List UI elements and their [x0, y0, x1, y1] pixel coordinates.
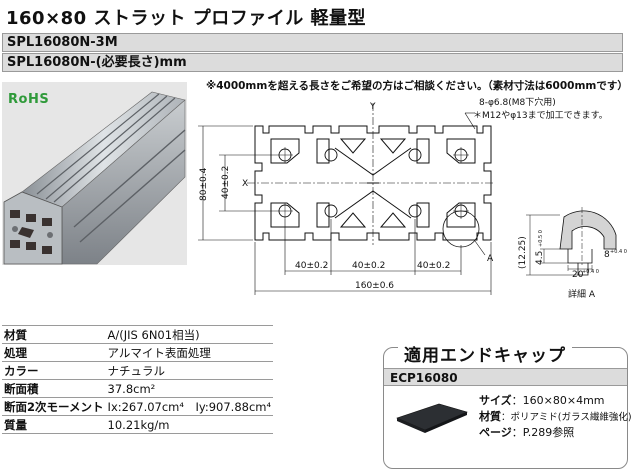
detail-dim2: 20	[572, 270, 584, 280]
detail-dim3-tol: +0.4 0	[610, 249, 627, 255]
length-note: ※4000mmを超える長さをご希望の方はご相談ください。（素材寸法は6000mm…	[206, 80, 628, 92]
profile-outline	[254, 125, 492, 241]
detail-dim1: 4.5	[535, 251, 545, 265]
prop-label: カラー	[2, 361, 106, 380]
dim-height-outer: 80±0.4	[199, 167, 209, 201]
detail-a-drawing: (12.25) 4.5 +0.5 0 20 +0.4 0 8 +0.4 0 詳細…	[518, 207, 627, 300]
prop-label: 断面2次モーメント	[2, 397, 106, 416]
table-row: 処理アルマイト表面処理	[2, 343, 274, 362]
detail-ref-label: A	[487, 254, 494, 264]
endcap-heading: 適用エンドキャップ	[398, 341, 572, 366]
prop-value: 10.21kg/m	[105, 415, 274, 434]
detail-dim3: 8	[604, 250, 610, 260]
endcap-size: サイズ：160×80×4mm	[479, 394, 605, 407]
dim-spacing-1: 40±0.2	[295, 261, 328, 271]
axis-x-label: X	[242, 179, 248, 189]
dim-height-inner: 40±0.2	[221, 166, 231, 199]
dim-spacing-2: 40±0.2	[352, 261, 385, 271]
prop-value: アルマイト表面処理	[105, 343, 274, 362]
dim-width: 160±0.6	[355, 281, 394, 291]
hole-note-2: ＊M12やφ13まで加工できます。	[473, 110, 608, 121]
dim-spacing-3: 40±0.2	[417, 261, 450, 271]
prop-label: 断面積	[2, 379, 106, 398]
prop-label: 材質	[2, 325, 106, 344]
product-photo	[2, 82, 187, 265]
prop-label: 質量	[2, 415, 106, 434]
detail-caption: 詳細 A	[568, 288, 596, 300]
prop-label: 処理	[2, 343, 106, 362]
page-title: 160×80 ストラット プロファイル 軽量型	[6, 8, 367, 29]
detail-dim2-tol: +0.4 0	[582, 269, 599, 275]
prop-value: A/(JIS 6N01相当)	[105, 325, 274, 344]
endcap-material: 材質：ポリアミド(ガラス繊維強化)	[479, 410, 632, 423]
prop-value: 37.8cm²	[105, 379, 274, 398]
axis-y-label: Y	[369, 102, 376, 112]
rohs-logo: RoHS	[8, 92, 50, 107]
endcap-image	[396, 403, 468, 433]
detail-dim1-tol: +0.5 0	[538, 230, 544, 247]
prop-value: ナチュラル	[105, 361, 274, 380]
endcap-page: ページ：P.289参照	[479, 426, 575, 439]
prop-value: Ix:267.07cm⁴ Iy:907.88cm⁴	[105, 397, 274, 416]
part-number-custom: SPL16080N-(必要長さ)mm	[2, 53, 623, 72]
part-number-fixed: SPL16080N-3M	[2, 33, 623, 52]
hole-note: 8-φ6.8(M8下穴用)	[479, 96, 556, 108]
endcap-part-number: ECP16080	[384, 368, 627, 386]
cross-section-drawing: Y X A 8-φ6.8(M8下穴用) ＊M12やφ13まで加工できます。 80…	[198, 96, 608, 295]
detail-depth: (12.25)	[518, 236, 528, 269]
table-row: カラーナチュラル	[2, 361, 274, 380]
